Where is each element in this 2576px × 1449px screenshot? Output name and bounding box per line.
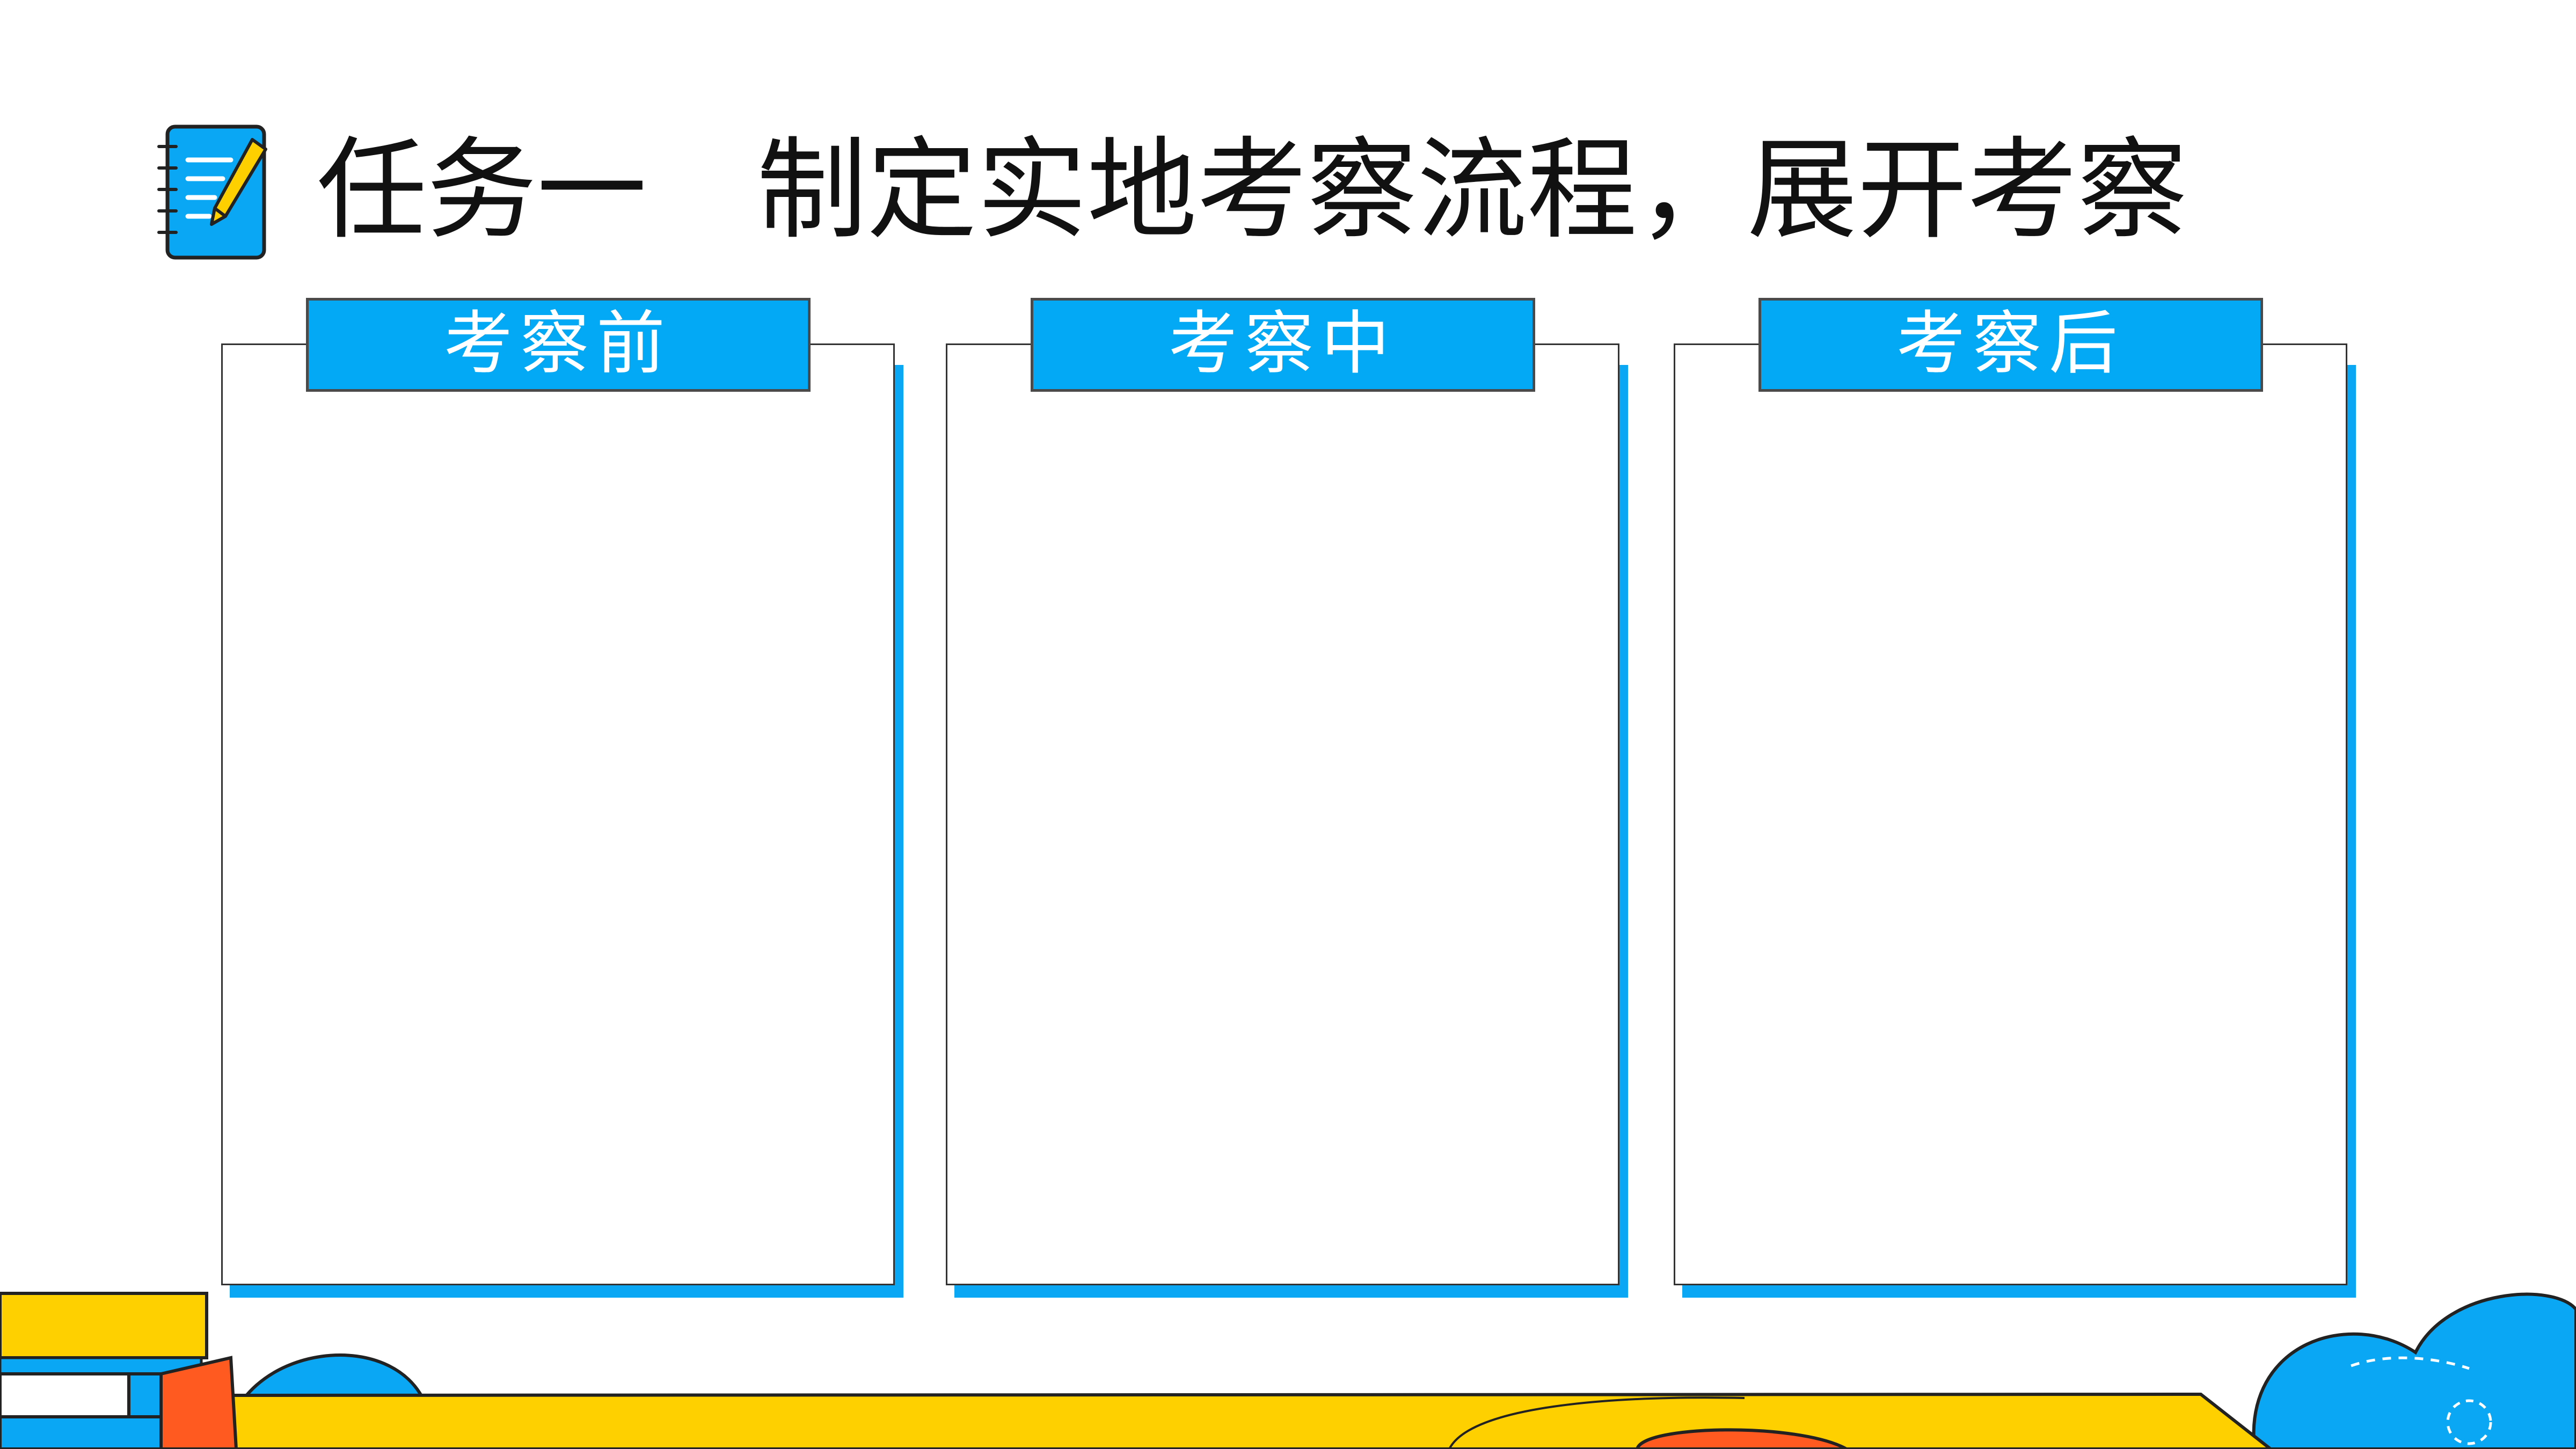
panel-body <box>1674 343 2347 1285</box>
panel-body <box>946 343 1619 1285</box>
panel-tab-label: 考察前 <box>306 298 811 392</box>
panel-body <box>221 343 895 1285</box>
panel-tab-label: 考察中 <box>1031 298 1535 392</box>
panel-before-inspection: 考察前 <box>221 298 903 1298</box>
panel-tab-label: 考察后 <box>1758 298 2263 392</box>
slide-title: 任务一 制定实地考察流程，展开考察 <box>317 127 2187 254</box>
notebook-pencil-icon <box>157 125 267 260</box>
panel-during-inspection: 考察中 <box>946 298 1628 1298</box>
panel-after-inspection: 考察后 <box>1674 298 2356 1298</box>
desk-decoration <box>0 1292 2576 1449</box>
